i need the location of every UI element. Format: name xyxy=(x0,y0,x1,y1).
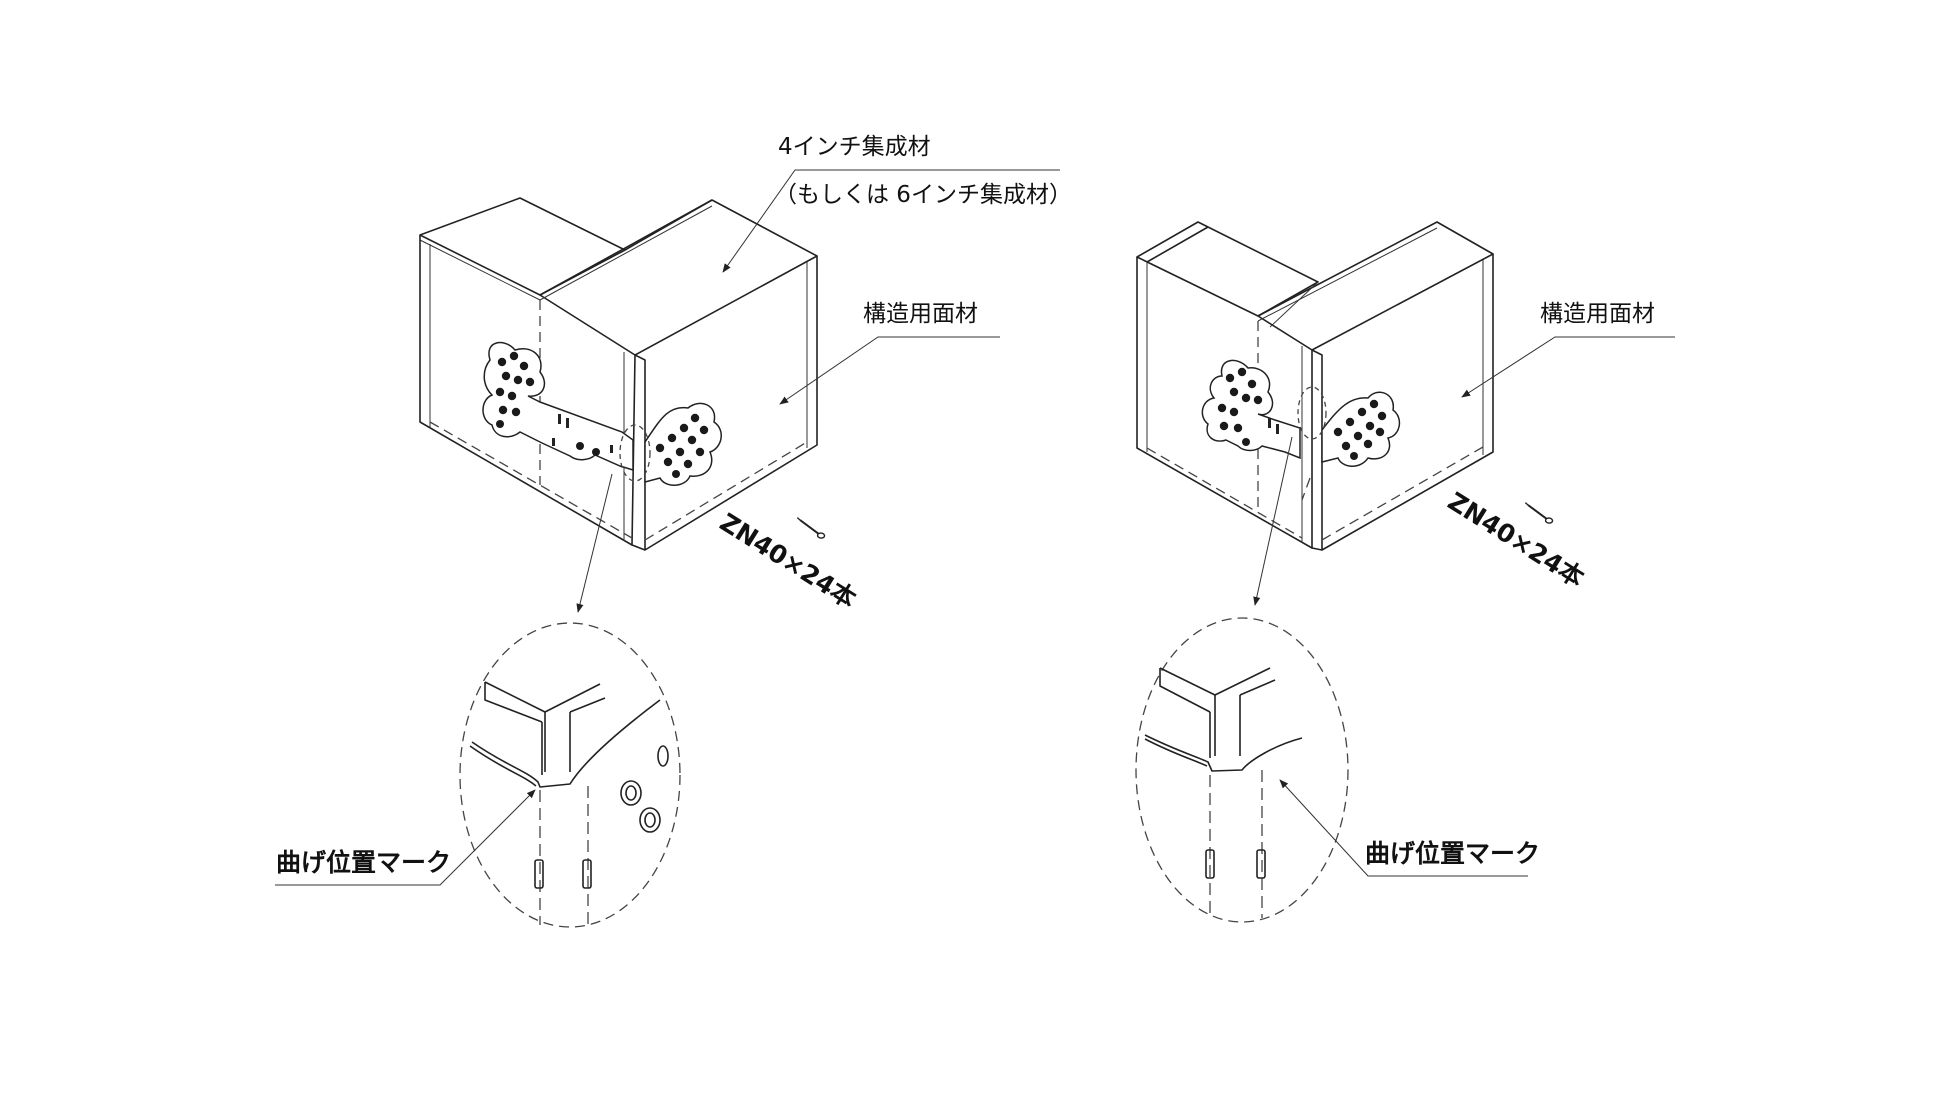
right-label-sheathing: 構造用面材 xyxy=(1540,301,1655,327)
right-label-nails: ZN40×24本 xyxy=(1443,486,1589,593)
left-detail-circle xyxy=(459,622,681,928)
left-figure: 4インチ集成材 （もしくは 6インチ集成材） 構造用面材 ZN40×24本 曲げ… xyxy=(275,134,1072,928)
left-label-sheathing: 構造用面材 xyxy=(863,301,978,327)
left-label-member: 4インチ集成材 xyxy=(778,134,931,160)
right-screw-icon xyxy=(1521,501,1556,525)
right-corner-block xyxy=(1136,221,1494,551)
left-label-member-alt: （もしくは 6インチ集成材） xyxy=(774,182,1072,208)
right-connector-plate xyxy=(1201,359,1401,467)
right-label-bend-mark: 曲げ位置マーク xyxy=(1365,839,1540,868)
right-detail-circle xyxy=(1135,617,1349,923)
left-screw-icon xyxy=(793,516,828,540)
left-plate-holes xyxy=(495,351,709,478)
left-connector-plate xyxy=(482,341,722,486)
right-plate-holes xyxy=(1217,367,1387,460)
left-label-bend-mark: 曲げ位置マーク xyxy=(276,848,451,877)
left-corner-block xyxy=(419,197,818,551)
left-label-nails: ZN40×24本 xyxy=(715,507,861,614)
right-figure: 構造用面材 ZN40×24本 曲げ位置マーク xyxy=(1135,221,1675,923)
